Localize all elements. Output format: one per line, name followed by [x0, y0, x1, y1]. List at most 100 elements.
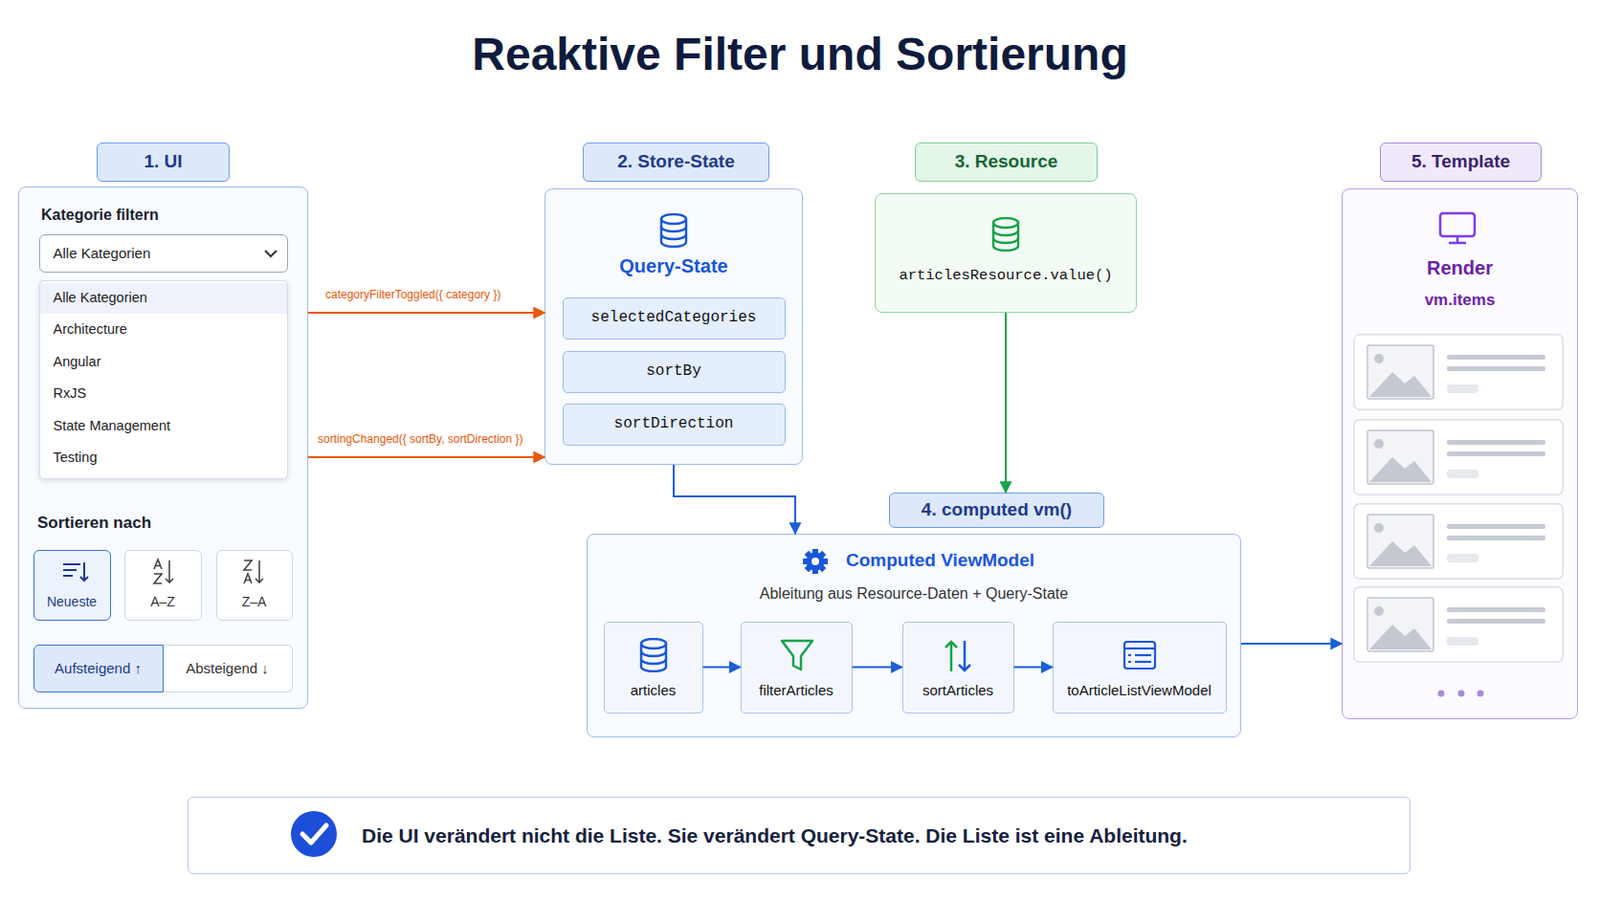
flow-arrow — [1014, 666, 1053, 669]
direction-button: Aufsteigend ↑ — [33, 644, 164, 693]
sort-button: A–Z — [124, 550, 202, 622]
gear-icon — [802, 549, 828, 575]
flow-arrow — [1241, 643, 1342, 645]
list-icon — [1124, 642, 1156, 669]
edge-label: sortingChanged({ sortBy, sortDirection }… — [317, 432, 524, 446]
more-dot — [1477, 690, 1485, 698]
icon-arrowhead — [255, 578, 264, 583]
node-label: Absteigend ↓ — [185, 660, 269, 678]
check-circle — [290, 811, 337, 858]
node-label: selectedCategories — [591, 309, 757, 328]
icon-arrowhead — [945, 642, 957, 648]
ui-panel: 1. UIKategorie filternSortieren nachAlle… — [18, 186, 309, 710]
box-subtitle: Ableitung aus Resource-Daten + Query-Sta… — [587, 584, 1241, 603]
icon-line — [63, 575, 73, 578]
diagram-title: Reaktive Filter und Sortierung — [0, 31, 1600, 78]
dropdown-option: Architecture — [40, 314, 288, 346]
box-title: Render — [1342, 256, 1578, 280]
sort-button: Z–A — [216, 550, 293, 622]
icon-glyph — [154, 574, 162, 584]
node-label: Neueste — [46, 594, 97, 611]
section-label: Sortieren nach — [37, 513, 152, 534]
dropdown-option: Alle Kategorien — [40, 283, 288, 314]
dropdown-option: RxJS — [40, 378, 288, 410]
dropdown-list: Alle KategorienArchitectureAngularRxJSSt… — [39, 280, 289, 480]
ascending-alpha-icon — [154, 559, 174, 584]
node-label: sortDirection — [614, 415, 734, 434]
flow-arrow — [308, 311, 545, 314]
section-heading: 4. computed vm() — [888, 492, 1105, 529]
icon-frame — [1124, 642, 1156, 669]
icon-arrowhead — [165, 578, 174, 583]
flow-arrow — [1004, 312, 1007, 493]
node-label: Aufsteigend ↑ — [54, 660, 142, 678]
dropdown-option: Testing — [40, 443, 288, 474]
filter-icon — [781, 641, 813, 670]
section-heading: 5. Template — [1379, 142, 1542, 182]
database-icon — [661, 214, 687, 247]
viewmodel-box: 4. computed vm()Computed ViewModelAbleit… — [586, 533, 1242, 738]
node-label: toArticleListViewModel — [1066, 682, 1212, 700]
state-field: sortDirection — [562, 403, 786, 446]
box-title: Query-State — [545, 254, 802, 278]
template-box: 5. TemplateRendervm.items — [1341, 188, 1578, 720]
article-card — [1354, 420, 1564, 496]
icon-line — [1128, 654, 1132, 657]
store-box: 2. Store-StateQuery-StateselectedCategor… — [544, 188, 803, 466]
gear-tooth — [804, 551, 827, 574]
database-icon — [993, 218, 1019, 251]
direction-button: Absteigend ↓ — [163, 644, 293, 693]
state-field: sortBy — [562, 351, 786, 394]
pipeline-step: toArticleListViewModel — [1052, 622, 1227, 714]
icon-line — [1134, 654, 1152, 657]
descending-alpha-icon — [244, 560, 264, 584]
pipeline-step: sortArticles — [902, 622, 1015, 714]
gear-tooth — [802, 558, 828, 565]
icon-stand — [1456, 236, 1460, 244]
flow-arrow — [703, 666, 741, 669]
icon-glyph — [155, 565, 161, 568]
section-heading: 1. UI — [96, 142, 230, 182]
article-card — [1354, 334, 1564, 411]
more-dot — [1438, 690, 1445, 698]
flow-arrow — [308, 456, 545, 459]
sort-button: Neueste — [33, 550, 112, 622]
section-label: Kategorie filtern — [41, 205, 159, 224]
icon-arrow — [258, 560, 261, 583]
icon-arrow — [83, 562, 86, 581]
newest-icon — [63, 562, 89, 581]
more-dot — [1458, 690, 1466, 698]
node-label: A–Z — [150, 594, 176, 611]
pipeline-step: filterArticles — [740, 622, 853, 714]
check-mark — [302, 825, 327, 844]
database-icon — [641, 639, 667, 672]
note-box: Die UI verändert nicht die Liste. Sie ve… — [187, 797, 1411, 875]
section-heading: 3. Resource — [914, 142, 1098, 182]
icon-screen — [1440, 213, 1475, 237]
flow-arrow — [852, 666, 903, 669]
sort-icon — [945, 641, 971, 672]
state-field: selectedCategories — [562, 297, 786, 340]
icon-glyph — [244, 560, 252, 571]
article-card — [1354, 504, 1564, 580]
node-label: sortArticles — [922, 682, 994, 700]
node-label: sortBy — [645, 362, 702, 381]
box-subtitle: vm.items — [1342, 290, 1578, 311]
gear-tooth — [804, 551, 827, 574]
chevron-icon — [265, 250, 277, 257]
node-label: Alle Kategorien — [53, 244, 152, 263]
flow-arrow — [673, 465, 796, 534]
node-label: Z–A — [242, 594, 267, 611]
icon-line — [63, 569, 77, 572]
icon-arrow — [963, 641, 967, 671]
icon-glyph — [154, 559, 162, 570]
icon-base — [1448, 242, 1467, 245]
pipeline-step: articles — [603, 622, 704, 714]
icon-line — [1124, 647, 1156, 650]
section-heading: 2. Store-State — [582, 142, 770, 182]
note-text: Die UI verändert nicht die Liste. Sie ve… — [361, 798, 1188, 874]
gear-body — [806, 553, 825, 572]
gear-tooth — [812, 549, 819, 575]
